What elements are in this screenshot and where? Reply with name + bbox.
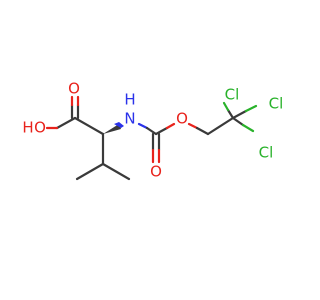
atom-carbamate-oxygen: O [150, 163, 162, 181]
bond-ccl-top-right-b [244, 104, 258, 113]
atom-chlorine-top-left: Cl [225, 86, 240, 104]
atom-hydroxyl-oxygen: O [34, 119, 46, 137]
atom-hydroxyl-hydrogen: H [22, 119, 33, 137]
molecule-diagram: O H O H N O O Cl Cl Cl [22, 80, 284, 181]
bond-ccl-top-right-a [231, 109, 248, 120]
wedge-alpha-n [103, 124, 121, 134]
bond-ccl-bottom-a [231, 116, 245, 127]
wedge-alpha-n-tip [114, 122, 124, 128]
bond-n-carbamate-a [137, 122, 149, 130]
bond-beta-methyl-right [101, 162, 131, 181]
bond-acid-c-alpha [73, 116, 105, 136]
bond-acid-c-oh [55, 116, 77, 130]
trichloromethyl-group [222, 101, 258, 133]
bond-beta-methyl-left [75, 162, 105, 181]
isopropyl-group [75, 132, 131, 181]
bond-ccl-bottom-b [241, 123, 255, 133]
bond-ester-ch2-a [187, 122, 199, 130]
atom-amine-nitrogen: N [124, 110, 135, 128]
bond-carbamate-o-b [165, 122, 176, 130]
atom-carbonyl-oxygen: O [68, 80, 80, 98]
atom-chlorine-bottom: Cl [259, 144, 274, 162]
atom-amine-hydrogen: H [124, 91, 135, 109]
carbamate-carbonyl [151, 132, 161, 164]
bond-ch2-ccl3 [206, 116, 235, 136]
bond-ccl-top-left-b [222, 101, 230, 112]
carboxylic-acid-group [45, 95, 105, 136]
bond-ccl-top-left-a [226, 108, 235, 120]
bond-ester-ch2-b [195, 126, 210, 136]
structure-canvas: O H O H N O O Cl Cl Cl [22, 80, 284, 181]
atom-ester-oxygen: O [176, 110, 188, 128]
bond-n-carbamate-b [145, 126, 158, 136]
atom-chlorine-top-right: Cl [269, 95, 284, 113]
bond-carbamate-o-a [154, 126, 169, 136]
